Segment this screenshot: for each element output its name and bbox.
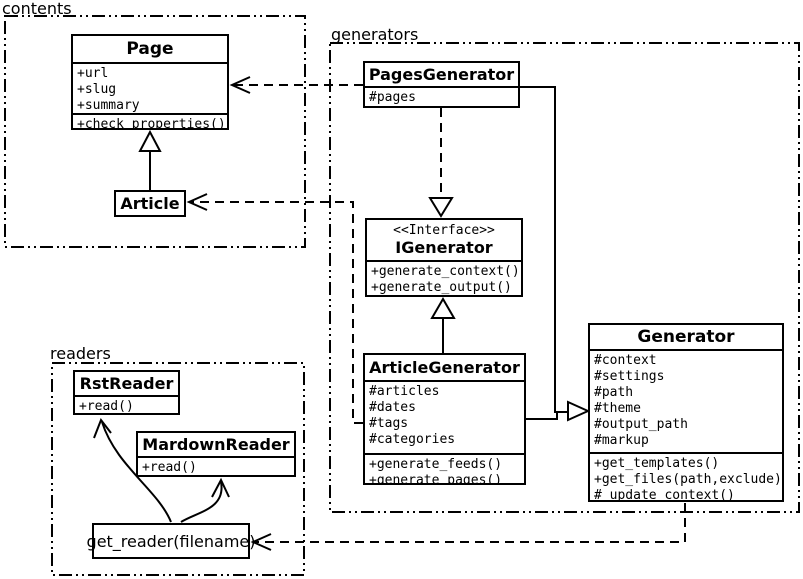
method: +generate_feeds() xyxy=(369,457,503,472)
class-pagesgenerator: PagesGenerator #pages xyxy=(363,61,520,108)
method: +generate_pages() xyxy=(369,473,503,483)
attribute: #categories xyxy=(369,432,456,447)
package-label-generators: generators xyxy=(331,25,419,44)
class-title-text: IGenerator xyxy=(395,238,493,257)
open-arrowhead xyxy=(250,533,272,551)
method: +get_templates() xyxy=(594,456,720,471)
package-border-generators xyxy=(329,42,800,513)
class-title: Article xyxy=(120,194,180,213)
attribute: #articles xyxy=(369,384,440,399)
class-articlegenerator: ArticleGenerator #articles #dates #tags … xyxy=(363,353,526,485)
attribute: #output_path xyxy=(594,417,688,432)
attribute: #settings xyxy=(594,369,665,384)
method: +generate_context() xyxy=(371,264,520,279)
class-rstreader: RstReader +read() xyxy=(73,370,180,415)
attributes-compartment: +url +slug +summary xyxy=(73,62,227,113)
open-arrowhead xyxy=(93,417,112,439)
methods-compartment: +generate_feeds() +generate_pages() xyxy=(365,453,524,483)
class-title: MardownReader xyxy=(142,435,290,454)
class-title: ArticleGenerator xyxy=(369,358,520,377)
package-border-contents xyxy=(4,15,306,248)
method: +check_properties() xyxy=(77,117,226,128)
package-border-readers xyxy=(51,362,305,576)
attribute: +summary xyxy=(77,98,140,113)
open-arrowhead xyxy=(211,477,230,498)
open-arrowhead xyxy=(229,76,251,94)
generalization-articlegenerator-to-igenerator xyxy=(430,297,456,353)
methods-compartment: +read() xyxy=(75,395,178,413)
attribute: #markup xyxy=(594,433,649,448)
open-arrowhead xyxy=(186,193,208,211)
realization-pagesgenerator-to-igenerator xyxy=(428,108,454,218)
methods-compartment: +read() xyxy=(138,456,294,475)
class-title: Generator xyxy=(637,327,735,347)
methods-compartment: +get_templates() +get_files(path,exclude… xyxy=(590,452,782,500)
attributes-compartment: #articles #dates #tags #categories xyxy=(365,380,524,453)
attribute: #theme xyxy=(594,401,641,416)
dependency-generator-to-getreader xyxy=(250,503,686,551)
generalization-article-to-page xyxy=(138,129,162,190)
attributes-compartment: #pages xyxy=(365,86,518,106)
attribute: #dates xyxy=(369,400,416,415)
class-title: RstReader xyxy=(79,374,174,393)
method: +read() xyxy=(142,460,197,475)
attributes-compartment: #context #settings #path #theme #output_… xyxy=(590,349,782,452)
method: +read() xyxy=(79,399,134,413)
methods-compartment: +generate_context() +generate_output() xyxy=(367,260,521,295)
methods-compartment: +check_properties() xyxy=(73,113,227,128)
class-igenerator: <<Interface>> IGenerator +generate_conte… xyxy=(365,218,523,297)
generalization-generators-to-generator xyxy=(520,86,591,422)
attribute: #tags xyxy=(369,416,409,431)
class-page: Page +url +slug +summary +check_properti… xyxy=(71,34,229,130)
function-box-get-reader: get_reader(filename) xyxy=(87,523,255,559)
arrow-getreader-to-mardownreader xyxy=(180,477,230,523)
dependency-articlegenerator-to-article xyxy=(186,193,363,424)
class-title: PagesGenerator xyxy=(368,65,515,84)
attribute: #pages xyxy=(369,90,416,105)
stereotype: <<Interface>> xyxy=(393,223,495,238)
attribute: +slug xyxy=(77,82,117,97)
class-title: <<Interface>> IGenerator xyxy=(367,220,521,260)
class-title: Page xyxy=(126,39,174,59)
package-label-contents: contents xyxy=(2,0,72,18)
method: +get_files(path,exclude) xyxy=(594,472,782,487)
class-generator: Generator #context #settings #path #them… xyxy=(588,323,784,502)
package-label-readers: readers xyxy=(50,344,111,363)
dependency-pagesgenerator-to-page xyxy=(229,76,363,94)
attribute: #path xyxy=(594,385,634,400)
method: +generate_output() xyxy=(371,280,512,295)
attribute: #context xyxy=(594,353,657,368)
class-mardownreader: MardownReader +read() xyxy=(136,431,296,477)
method: #_update_context() xyxy=(594,488,735,500)
attribute: +url xyxy=(77,66,109,81)
class-article: Article xyxy=(114,190,186,217)
